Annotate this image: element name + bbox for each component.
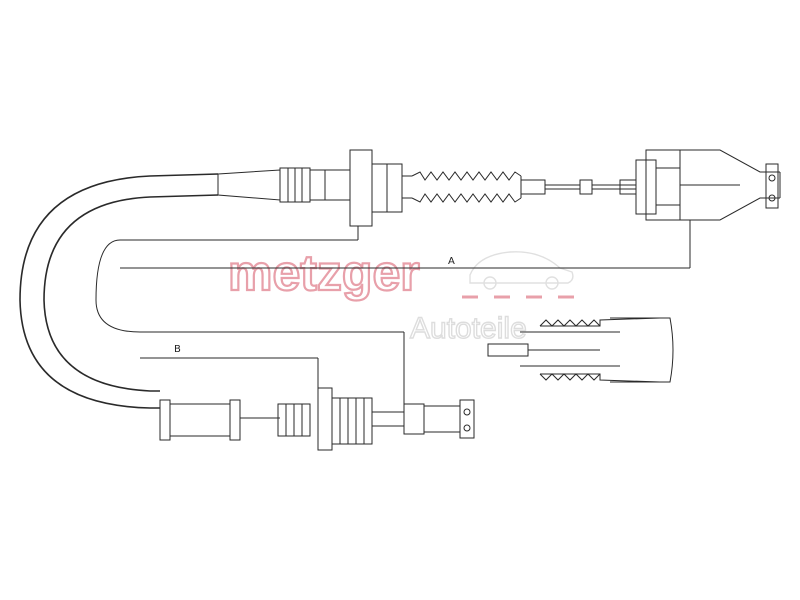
dimension-b	[140, 357, 319, 388]
bottom-mounting-flange	[317, 387, 404, 451]
top-inner-cable	[545, 179, 637, 195]
car-silhouette-icon	[469, 251, 574, 290]
dimension-b-label: B	[174, 344, 181, 355]
watermark-subtitle: Autoteile	[410, 312, 527, 345]
dimension-a-label: A	[448, 256, 455, 267]
bottom-ferrule	[159, 399, 311, 441]
cable-sheath	[19, 173, 219, 409]
watermark: metzger Autoteile	[227, 244, 574, 346]
cable-cross-section-detail	[487, 317, 674, 383]
top-rubber-bellows	[411, 171, 546, 203]
watermark-brand: metzger	[228, 245, 420, 301]
bottom-clevis	[403, 399, 475, 439]
top-ferrule	[217, 167, 351, 203]
top-mounting-flange	[349, 149, 412, 227]
top-end-fitting	[635, 149, 781, 221]
dimension-a	[95, 220, 691, 404]
